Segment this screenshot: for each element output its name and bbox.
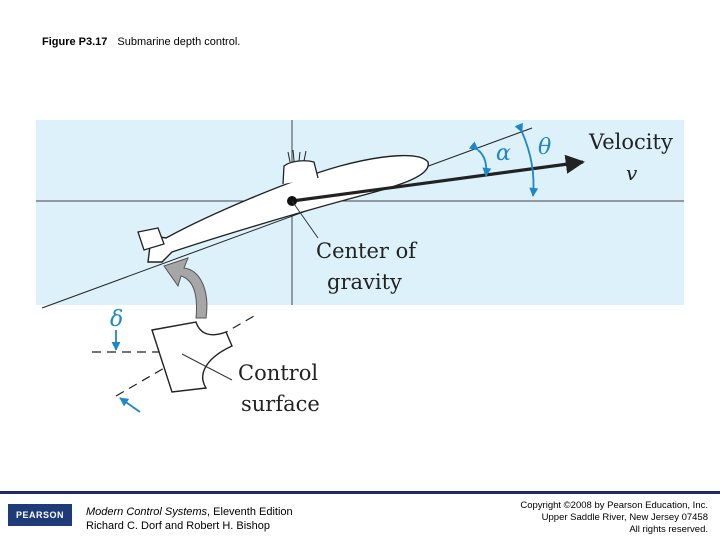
alpha-symbol: α — [496, 141, 511, 166]
theta-arc — [514, 122, 539, 197]
pearson-logo: PEARSON — [8, 504, 72, 526]
alpha-arc — [468, 141, 492, 177]
control-surface-label-line2: surface — [241, 392, 320, 416]
book-edition: , Eleventh Edition — [207, 506, 293, 518]
footer-divider — [0, 491, 720, 494]
copyright-notice: Copyright ©2008 by Pearson Education, In… — [520, 500, 708, 536]
book-authors: Richard C. Dorf and Robert H. Bishop — [86, 520, 271, 532]
book-title: Modern Control Systems — [86, 506, 208, 518]
delta-symbol: δ — [110, 307, 123, 332]
submarine-tail-fin — [137, 227, 165, 251]
velocity-symbol: v — [626, 161, 638, 185]
periscope-icon — [287, 149, 307, 163]
control-surface-fin — [151, 321, 233, 393]
control-surface-leader-line — [181, 353, 233, 381]
delta-arrow-lower — [119, 397, 141, 413]
velocity-label: Velocity — [588, 130, 673, 154]
callout-curved-arrow — [163, 257, 208, 319]
submarine-diagram: α θ Velocity v Center of gravity δ Contr… — [36, 120, 684, 416]
center-of-gravity-label-line2: gravity — [327, 270, 402, 294]
figure-caption: Figure P3.17 Submarine depth control. — [42, 36, 240, 48]
copyright-line: Copyright ©2008 by Pearson Education, In… — [520, 500, 708, 511]
book-citation: Modern Control Systems, Eleventh Edition… — [86, 505, 293, 533]
body-axis-line — [41, 127, 533, 309]
water-region — [36, 120, 684, 305]
rights-line: All rights reserved. — [629, 524, 708, 535]
publisher-address: Upper Saddle River, New Jersey 07458 — [541, 512, 708, 523]
figure-title: Submarine depth control. — [117, 36, 241, 48]
submarine-hull — [147, 154, 429, 263]
center-of-gravity-label-line1: Center of — [316, 239, 418, 263]
control-surface-label-line1: Control — [238, 361, 318, 385]
cg-leader-line — [291, 200, 319, 239]
figure-number: Figure P3.17 — [42, 36, 108, 48]
theta-symbol: θ — [538, 135, 551, 160]
